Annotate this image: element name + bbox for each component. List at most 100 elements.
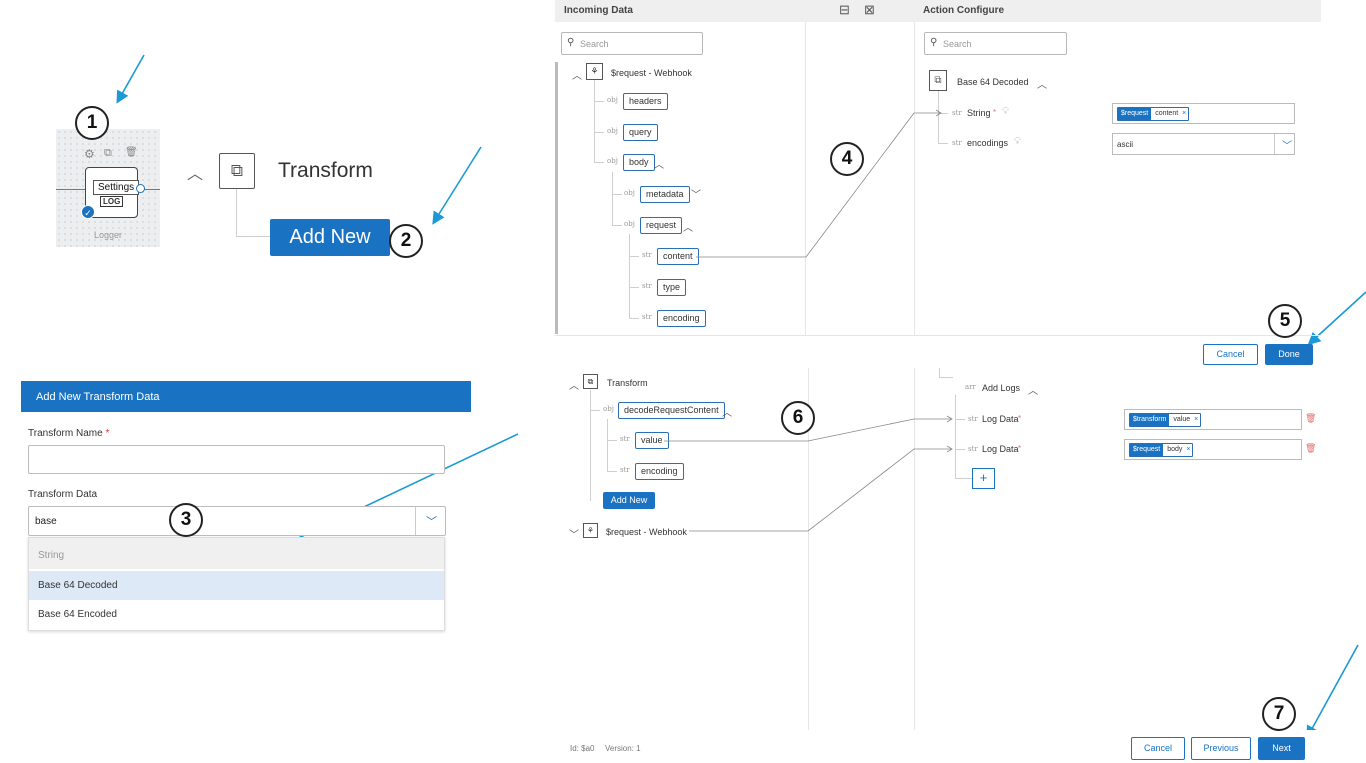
mapping-chip-transform[interactable]: $transform value × (1129, 413, 1202, 427)
top-panel-header: Incoming Data ⊟ ⊠ Action Configure (555, 0, 1321, 22)
chevron-up-icon[interactable]: ︿ (569, 381, 579, 392)
incoming-search-input[interactable]: ⚲ Search (561, 32, 703, 55)
node-metadata[interactable]: metadata (640, 186, 690, 203)
step-badge-7: 7 (1262, 697, 1296, 731)
done-button[interactable]: Done (1265, 344, 1313, 365)
dropdown-option-base64-decoded[interactable]: Base 64 Decoded (29, 571, 444, 600)
required-mark: * (1018, 414, 1022, 423)
chevron-up-icon[interactable]: ︿ (1028, 386, 1038, 397)
add-field-button[interactable]: + (972, 468, 995, 489)
node-output-dot (136, 184, 145, 193)
select-divider (1274, 134, 1275, 154)
action-configure-title: Action Configure (923, 5, 1005, 16)
node-body[interactable]: body (623, 154, 655, 171)
tree-line-vertical (236, 189, 237, 237)
close-icon[interactable]: × (1186, 446, 1191, 453)
mapping-chip-content[interactable]: $request content × (1117, 107, 1190, 121)
encodings-select[interactable]: ascii ﹀ (1112, 133, 1295, 155)
chevron-up-icon[interactable]: ︿ (654, 160, 664, 171)
gear-icon[interactable]: ⚙ (84, 147, 95, 161)
node-query[interactable]: query (623, 124, 658, 141)
tree-line (938, 113, 948, 114)
node-encoding[interactable]: encoding (657, 310, 706, 327)
column-divider-1 (805, 22, 806, 335)
chevron-down-icon[interactable]: ﹀ (1282, 141, 1292, 152)
type-str: str (642, 251, 652, 259)
log-icon: LOG (100, 196, 124, 207)
transform-name-input[interactable] (28, 445, 445, 474)
incoming-data-title: Incoming Data (564, 5, 633, 16)
transform-data-select[interactable]: base ﹀ (28, 506, 446, 536)
bulb-icon[interactable]: 💡︎ (1002, 106, 1009, 117)
arrow-5 (1307, 291, 1366, 346)
node-request[interactable]: request (640, 217, 683, 234)
transform-data-value: base (35, 516, 57, 527)
chevron-up-icon[interactable]: ︿ (722, 408, 732, 419)
type-str: str (952, 139, 962, 147)
node-content[interactable]: content (657, 248, 699, 265)
node-headers[interactable]: headers (623, 93, 668, 110)
transform-data-dropdown: String Base 64 Decoded Base 64 Encoded (28, 537, 445, 631)
search-placeholder: Search (580, 39, 609, 49)
field-log-data-2: Log Data (982, 444, 1019, 454)
node-encoding-bottom[interactable]: encoding (635, 463, 684, 480)
tree-line (955, 478, 972, 479)
trash-icon[interactable]: 🗑 (125, 147, 138, 158)
dropdown-option-string[interactable]: String (29, 538, 444, 569)
map-all-icon[interactable]: ⊟ (839, 2, 850, 17)
next-button[interactable]: Next (1258, 737, 1305, 760)
step-badge-6: 6 (781, 401, 815, 435)
check-icon: ✓ (81, 205, 95, 219)
chevron-down-icon[interactable]: ﹀ (691, 190, 701, 201)
chevron-up-icon[interactable]: ︿ (187, 166, 204, 183)
type-obj: obj (624, 189, 635, 197)
add-new-button-large[interactable]: Add New (270, 219, 390, 256)
chevron-down-icon[interactable]: ﹀ (569, 530, 579, 541)
dialog-title: Add New Transform Data (36, 391, 160, 403)
chevron-down-icon[interactable]: ﹀ (426, 516, 437, 528)
logger-node-card[interactable]: ⚙ ⧉ 🗑 LOG Settings ✓ Logger (56, 129, 160, 247)
trash-icon[interactable]: 🗑 (1305, 413, 1317, 423)
cancel-button-footer[interactable]: Cancel (1131, 737, 1185, 760)
transform-icon: ⧉ (219, 153, 255, 189)
type-obj: obj (607, 96, 618, 104)
tree-root-webhook: $request - Webhook (611, 68, 692, 78)
tree-line (955, 449, 965, 450)
encodings-value: ascii (1117, 140, 1134, 149)
node-type[interactable]: type (657, 279, 687, 296)
bulb-icon[interactable]: 💡︎ (1014, 136, 1021, 147)
chevron-up-icon[interactable]: ︿ (1037, 80, 1047, 91)
required-mark: * (1018, 444, 1022, 453)
mapping-chip-request[interactable]: $request body × (1129, 443, 1194, 457)
bottom-divider-1 (808, 368, 809, 730)
previous-button[interactable]: Previous (1191, 737, 1251, 760)
close-icon[interactable]: × (1182, 110, 1187, 117)
log-data-mapping-field-1[interactable]: $transform value × (1124, 409, 1302, 430)
scrollbar[interactable] (555, 62, 558, 334)
chevron-up-icon[interactable]: ︿ (683, 223, 693, 234)
unmap-all-icon[interactable]: ⊠ (864, 2, 875, 17)
string-mapping-field[interactable]: $request content × (1112, 103, 1295, 124)
log-data-mapping-field-2[interactable]: $request body × (1124, 439, 1302, 460)
tree-line (594, 162, 604, 163)
logger-label: Logger (94, 230, 123, 240)
close-icon[interactable]: × (1194, 416, 1199, 423)
tree-webhook-bottom: $request - Webhook (606, 527, 687, 537)
chip-value: content (1155, 110, 1179, 117)
action-search-input[interactable]: ⚲ Search (924, 32, 1067, 55)
chip-value: value (1173, 416, 1191, 423)
trash-icon[interactable]: 🗑 (1305, 443, 1317, 453)
dropdown-option-base64-encoded[interactable]: Base 64 Encoded (38, 609, 117, 620)
field-string: String (967, 108, 991, 118)
type-str: str (620, 466, 630, 474)
node-decode-request-content[interactable]: decodeRequestContent (618, 402, 725, 419)
add-new-button-small[interactable]: Add New (603, 492, 655, 509)
chevron-up-icon[interactable]: ︿ (572, 71, 582, 82)
type-obj: obj (624, 220, 635, 228)
node-value[interactable]: value (635, 432, 669, 449)
tree-line (629, 318, 639, 319)
cancel-button-top[interactable]: Cancel (1203, 344, 1258, 365)
tree-line (629, 256, 639, 257)
required-mark: * (993, 108, 997, 117)
copy-icon[interactable]: ⧉ (104, 147, 112, 159)
